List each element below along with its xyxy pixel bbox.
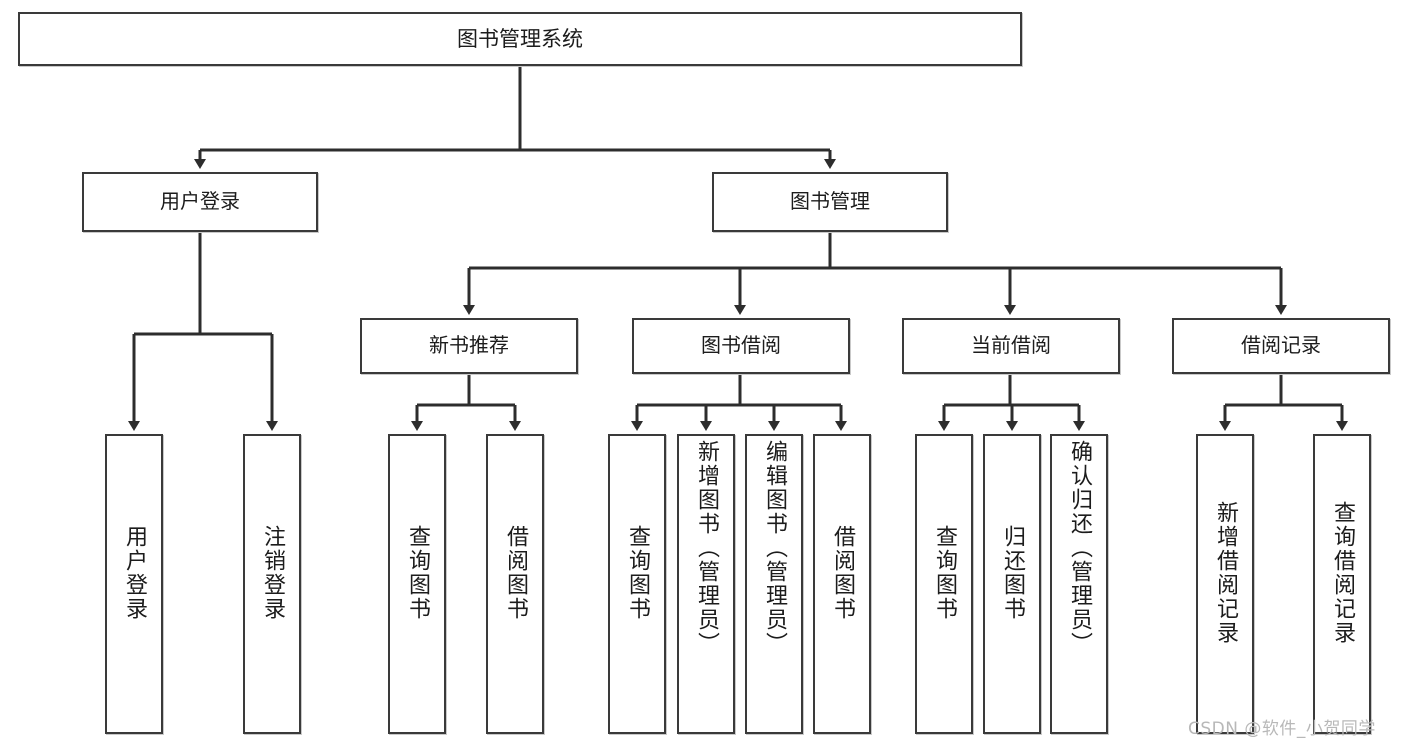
node-current-borrowing[interactable]: 当前借阅 — [902, 318, 1120, 374]
node-label: 图书管理系统 — [457, 26, 583, 51]
node-label: 用户登录 — [160, 189, 240, 214]
node-label: 编辑图书（管理员） — [762, 440, 787, 656]
node-label: 查询图书 — [625, 525, 650, 621]
leaf-node-logout[interactable]: 注销登录 — [243, 434, 301, 734]
leaf-node-confirm-return-admin[interactable]: 确认归还（管理员） — [1050, 434, 1108, 734]
leaf-node-add-borrow-record[interactable]: 新增借阅记录 — [1196, 434, 1254, 734]
node-label: 新增借阅记录 — [1213, 501, 1238, 645]
node-label: 当前借阅 — [971, 333, 1051, 358]
leaf-node-query-books-borrow[interactable]: 查询图书 — [608, 434, 666, 734]
leaf-node-edit-book-admin[interactable]: 编辑图书（管理员） — [745, 434, 803, 734]
leaf-node-query-books-rec[interactable]: 查询图书 — [388, 434, 446, 734]
node-label: 查询图书 — [932, 525, 957, 621]
leaf-node-borrow-books-borrow[interactable]: 借阅图书 — [813, 434, 871, 734]
leaf-node-add-book-admin[interactable]: 新增图书（管理员） — [677, 434, 735, 734]
node-book-management[interactable]: 图书管理 — [712, 172, 948, 232]
node-label: 新书推荐 — [429, 333, 509, 358]
node-label: 借阅图书 — [830, 525, 855, 621]
leaf-node-query-books-current[interactable]: 查询图书 — [915, 434, 973, 734]
node-user-login[interactable]: 用户登录 — [82, 172, 318, 232]
node-label: 借阅图书 — [503, 525, 528, 621]
node-label: 用户登录 — [122, 525, 147, 621]
node-label: 注销登录 — [260, 525, 285, 621]
node-book-management-system[interactable]: 图书管理系统 — [18, 12, 1022, 66]
node-new-book-recommendation[interactable]: 新书推荐 — [360, 318, 578, 374]
node-label: 新增图书（管理员） — [694, 440, 719, 656]
node-label: 图书借阅 — [701, 333, 781, 358]
node-book-borrowing[interactable]: 图书借阅 — [632, 318, 850, 374]
leaf-node-user-login[interactable]: 用户登录 — [105, 434, 163, 734]
csdn-watermark: CSDN @软件_小贺同学 — [1188, 719, 1376, 739]
node-label: 确认归还（管理员） — [1067, 440, 1092, 656]
leaf-node-return-books[interactable]: 归还图书 — [983, 434, 1041, 734]
node-label: 查询图书 — [405, 525, 430, 621]
leaf-node-borrow-books-rec[interactable]: 借阅图书 — [486, 434, 544, 734]
node-label: 查询借阅记录 — [1330, 501, 1355, 645]
node-label: 借阅记录 — [1241, 333, 1321, 358]
node-label: 归还图书 — [1000, 525, 1025, 621]
leaf-node-query-borrow-record[interactable]: 查询借阅记录 — [1313, 434, 1371, 734]
node-label: 图书管理 — [790, 189, 870, 214]
node-borrowing-record[interactable]: 借阅记录 — [1172, 318, 1390, 374]
